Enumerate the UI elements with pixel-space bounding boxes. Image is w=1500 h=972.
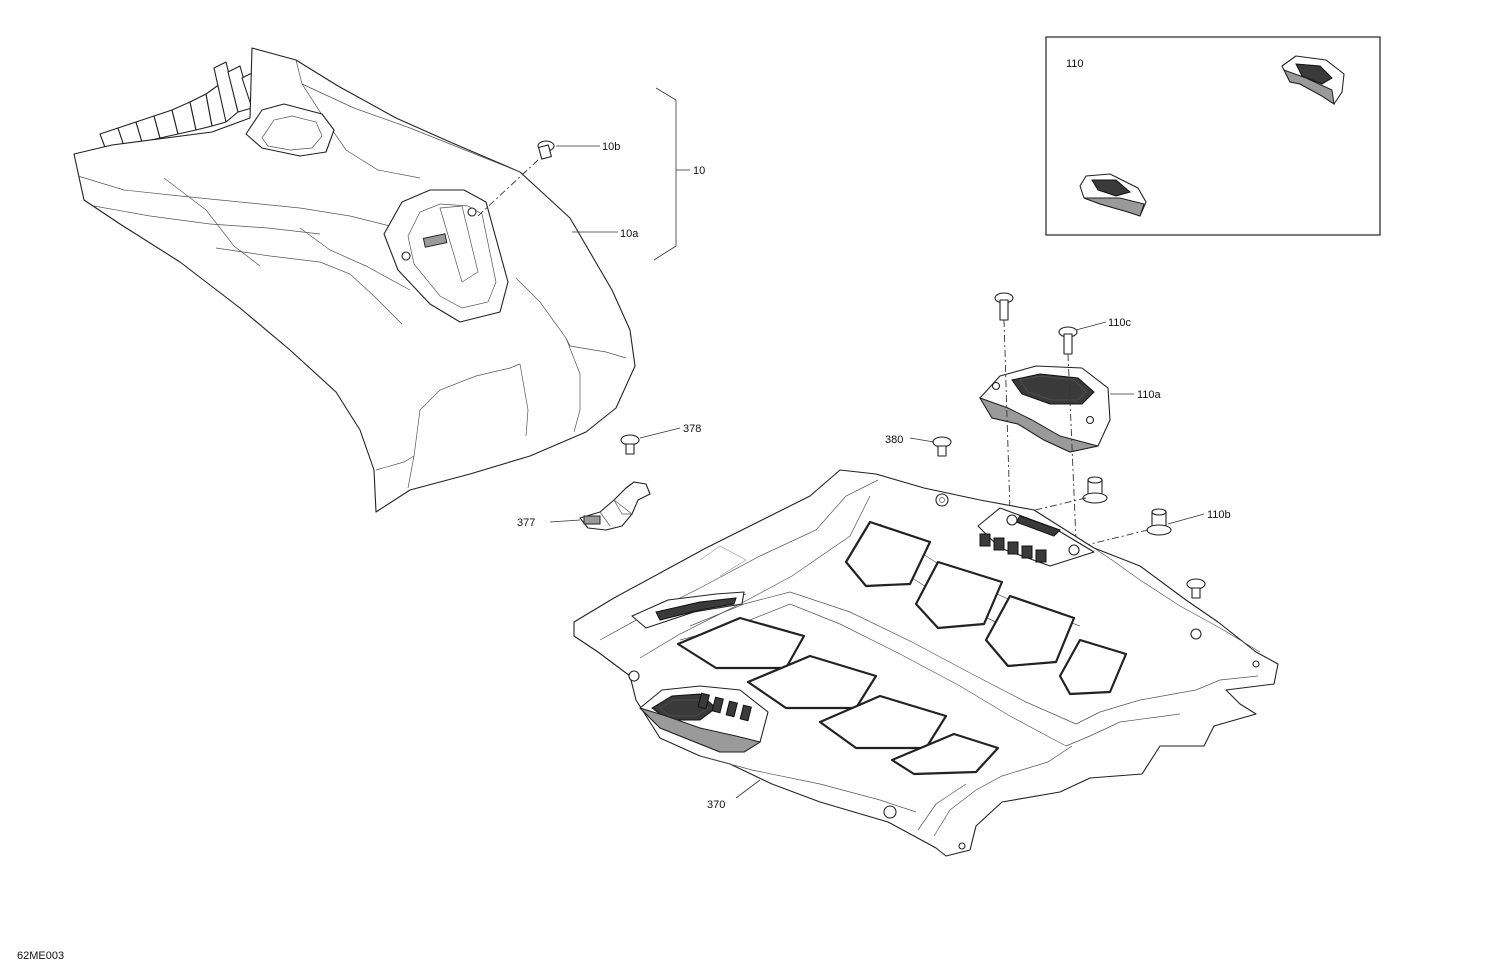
callout-10b: 10b (602, 141, 620, 153)
clip-377[interactable] (549, 481, 651, 531)
callout-110c: 110c (1108, 317, 1132, 329)
inset-handle-bottom (1079, 173, 1147, 217)
rivet-378[interactable] (620, 427, 681, 455)
skid-plate-370[interactable] (573, 469, 1279, 857)
bracket-10 (653, 87, 690, 261)
callout-10: 10 (693, 165, 705, 177)
pad-recesses (676, 520, 1128, 776)
figure-id: 62ME003 (17, 950, 64, 962)
handle-recess (383, 189, 509, 323)
callout-110b: 110b (1207, 509, 1231, 521)
rivet-right[interactable] (1186, 578, 1206, 599)
callout-377: 377 (517, 517, 535, 529)
rivet-380[interactable] (909, 436, 952, 457)
callout-380: 380 (885, 434, 903, 446)
callout-110a: 110a (1137, 389, 1162, 401)
inset-handle-top (1281, 55, 1345, 106)
callout-110: 110 (1066, 58, 1084, 70)
callout-378: 378 (683, 423, 701, 435)
handle-110a[interactable] (978, 365, 1134, 453)
callout-370: 370 (707, 799, 725, 811)
top-recess (245, 103, 335, 157)
bolt-110-left[interactable] (994, 292, 1014, 513)
front-cover-10a[interactable] (73, 47, 636, 513)
plate-grille (935, 493, 1095, 567)
bolt-10b[interactable]: 10b (477, 140, 620, 217)
inset-frame-110 (1045, 36, 1381, 236)
callout-10a: 10a (620, 228, 639, 240)
cover-body (73, 47, 636, 513)
bolt-110c[interactable] (1058, 321, 1107, 541)
plate-handle (639, 685, 769, 753)
